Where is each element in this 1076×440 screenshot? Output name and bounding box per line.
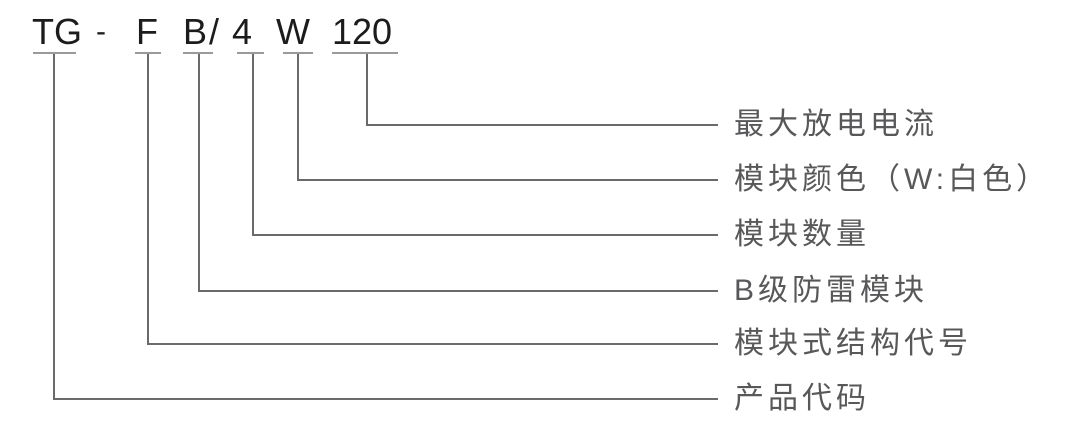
underline-b (183, 52, 213, 54)
connector-f-to-structure-code (147, 54, 718, 345)
label-modular-structure-code: 模块式结构代号 (734, 327, 972, 360)
code-segment-w: W (276, 11, 310, 52)
code-segment-4: 4 (232, 11, 253, 52)
label-product-code: 产品代码 (734, 382, 870, 415)
underline-w (283, 52, 313, 54)
label-max-discharge-current: 最大放电电流 (734, 108, 938, 141)
code-separator-slash: / (209, 11, 220, 52)
code-segment-b: B (183, 11, 208, 52)
code-segment-tg: TG (32, 11, 82, 52)
code-segment-f: F (136, 11, 158, 52)
connector-4-to-module-quantity (252, 54, 718, 236)
code-segment-120: 120 (332, 11, 393, 52)
underline-tg (33, 52, 76, 54)
underline-4 (237, 52, 264, 54)
label-class-b-lightning-module: B级防雷模块 (734, 274, 929, 307)
code-separator-dash: - (96, 15, 106, 48)
connector-tg-to-product-code (53, 54, 718, 400)
connector-120-to-max-discharge-current (366, 54, 718, 126)
label-module-color: 模块颜色（W:白色） (734, 163, 1051, 196)
underline-f (135, 52, 161, 54)
connector-w-to-module-color (297, 54, 718, 181)
connector-b-to-class-b-module (198, 54, 718, 292)
underline-120 (332, 52, 398, 54)
label-module-quantity: 模块数量 (734, 218, 870, 251)
